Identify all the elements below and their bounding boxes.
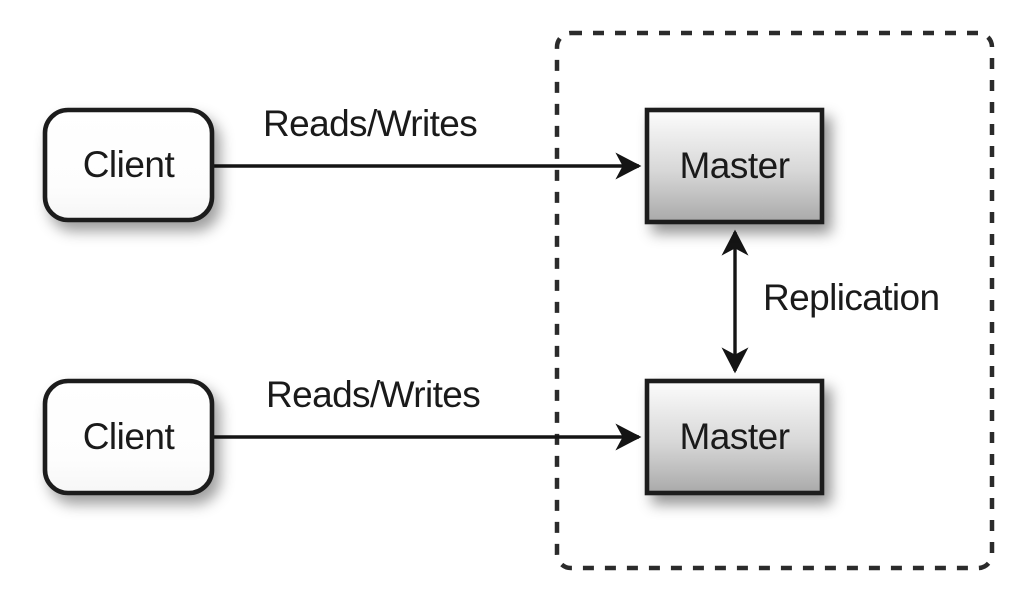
edge-label-reads-writes-1: Reads/Writes xyxy=(263,103,478,144)
edge-label-reads-writes-2: Reads/Writes xyxy=(266,374,481,415)
master-node-icon-1[interactable] xyxy=(644,107,825,225)
master-node-icon-2[interactable] xyxy=(644,378,825,496)
client-node-icon-1[interactable] xyxy=(42,107,215,223)
edge-label-replication: Replication xyxy=(763,277,940,318)
client-node-icon-2[interactable] xyxy=(42,378,215,496)
replication-cluster-boundary xyxy=(554,30,995,571)
